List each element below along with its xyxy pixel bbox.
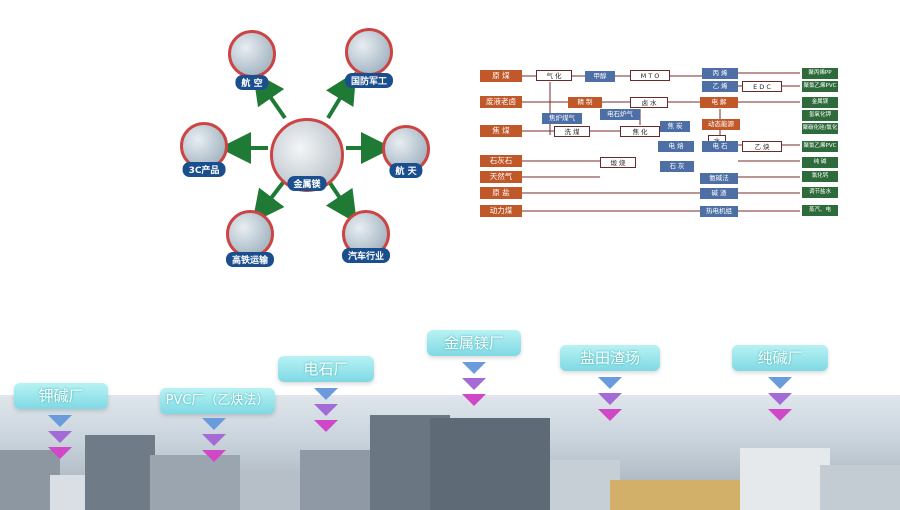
chevron-arrow-icon [462, 362, 486, 374]
input-natural-gas: 天然气 [480, 171, 522, 183]
box-mto: M T O [630, 70, 670, 81]
chevron-arrow-icon [768, 393, 792, 405]
input-old-brine: 废液老卤 [480, 96, 522, 108]
arrow-to-auto [325, 178, 357, 224]
box-ammonia-soda: 氨碱法 [700, 173, 738, 184]
output-pvc-1: 聚氯乙烯PVC [802, 81, 838, 92]
box-coking: 焦 化 [620, 126, 660, 137]
box-coke: 焦 炭 [660, 121, 690, 132]
chevron-arrow-icon [48, 447, 72, 459]
chevron-arrow-icon [202, 450, 226, 462]
factory-label-magnesium: 金属镁厂 [427, 330, 521, 356]
output-koh: 氢氧化钾 [802, 110, 838, 121]
chevron-arrow-icon [462, 394, 486, 406]
arrow-to-rail [252, 178, 287, 223]
chevron-arrow-icon [768, 409, 792, 421]
box-ethylene: 乙 烯 [702, 81, 738, 92]
box-electrolysis: 电 解 [700, 97, 738, 108]
box-edc: E D C [742, 81, 782, 92]
input-raw-salt: 原 盐 [480, 187, 522, 199]
chevron-arrow-icon [202, 434, 226, 446]
box-brine: 卤 水 [630, 97, 668, 108]
factory-label-soda: 纯碱厂 [732, 345, 828, 371]
output-pp: 聚丙烯PP [802, 68, 838, 79]
output-pvc-2: 聚氯乙烯PVC [802, 141, 838, 152]
box-dynamic-energy: 动态能源 [702, 119, 740, 130]
box-carbide-furnace: 电 熔 [658, 141, 694, 152]
input-coking-coal: 焦 煤 [480, 125, 522, 137]
box-power-unit: 热电机组 [700, 206, 738, 217]
box-acetylene: 乙 炔 [742, 141, 782, 152]
chevron-arrow-icon [314, 388, 338, 400]
input-limestone: 石灰石 [480, 155, 522, 167]
box-methanol: 甲醇 [585, 71, 615, 82]
box-soda-residue: 碱 渣 [700, 188, 738, 199]
node-label-auto: 汽车行业 [341, 248, 391, 263]
factory-label-carbide: 电石厂 [278, 356, 374, 382]
factory-label-potash: 钾碱厂 [14, 383, 108, 409]
factory-label-salt-field: 盐田渣场 [560, 345, 660, 371]
magnesium-application-hub: 金属镁 航 空 国防军工 航 天 汽车行业 高铁运输 3C产品 [170, 20, 440, 270]
factory-label-pvc: PVC厂（乙炔法） [160, 388, 275, 414]
defense-image [345, 28, 393, 76]
aviation-image [228, 30, 276, 78]
output-cacl2: 氯化钙 [802, 171, 838, 182]
rail-image [226, 210, 274, 258]
output-magnesium: 金属镁 [802, 97, 838, 108]
chevron-arrow-icon [598, 393, 622, 405]
node-label-defense: 国防军工 [344, 73, 394, 88]
output-brine: 调节盐水 [802, 187, 838, 198]
input-raw-coal: 原 煤 [480, 70, 522, 82]
box-wash-coal: 洗 煤 [554, 126, 590, 137]
arrow-to-defense [326, 71, 357, 120]
arrow-to-aviation [252, 71, 287, 120]
box-lime: 石 灰 [660, 161, 694, 172]
output-sic: 聚碳化硅/氯化镁 [802, 123, 838, 142]
chevron-arrow-icon [462, 378, 486, 390]
center-label: 金属镁 [287, 176, 327, 191]
node-label-aviation: 航 空 [235, 75, 269, 90]
industrial-park-photo [0, 395, 900, 510]
hub-arrows [219, 71, 393, 224]
output-soda-ash: 纯 碱 [802, 157, 838, 168]
input-power-coal: 动力煤 [480, 205, 522, 217]
chevron-arrow-icon [202, 418, 226, 430]
chevron-arrow-icon [48, 415, 72, 427]
box-coke-gas: 焦炉煤气 [542, 113, 582, 124]
box-propylene: 丙 烯 [702, 68, 738, 79]
box-calcine: 煅 烧 [600, 157, 636, 168]
box-calcium-gas: 电石炉气 [600, 109, 640, 120]
chevron-arrow-icon [314, 404, 338, 416]
output-steam-power: 蒸汽、电 [802, 205, 838, 216]
node-label-rail: 高铁运输 [225, 252, 275, 267]
node-label-3c: 3C产品 [182, 162, 226, 177]
node-label-aerospace: 航 天 [389, 163, 423, 178]
process-flow-diagram: 原 煤 废液老卤 焦 煤 石灰石 天然气 原 盐 动力煤 气 化 甲醇 M T … [480, 65, 840, 225]
chevron-arrow-icon [768, 377, 792, 389]
chevron-arrow-icon [48, 431, 72, 443]
chevron-arrow-icon [598, 409, 622, 421]
chevron-arrow-icon [314, 420, 338, 432]
chevron-arrow-icon [598, 377, 622, 389]
box-gasify: 气 化 [536, 70, 572, 81]
box-refine: 精 制 [568, 97, 602, 108]
box-carbide: 电 石 [702, 141, 738, 152]
